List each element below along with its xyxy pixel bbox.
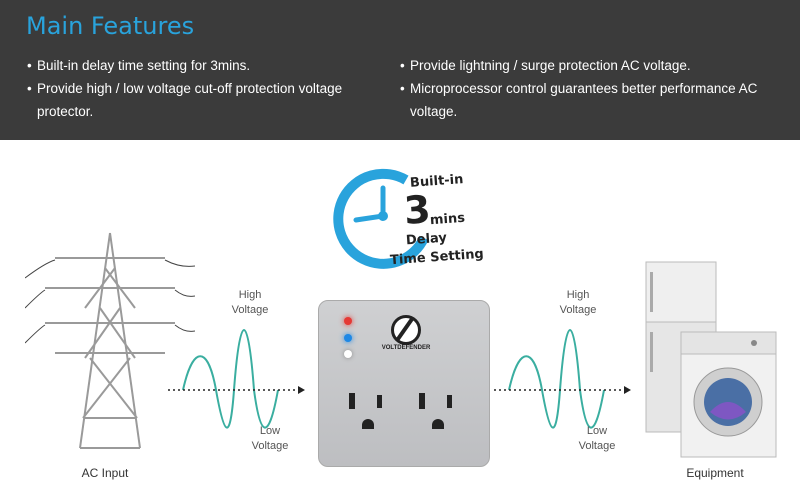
right-low-voltage-label: Low Voltage (578, 425, 616, 452)
timer-line3: Delay (405, 230, 448, 249)
left-high-voltage-label: High Voltage (231, 289, 269, 316)
equipment-label: Equipment (686, 466, 744, 480)
outlet-right (419, 389, 459, 439)
timer-icon (333, 168, 429, 269)
outlet-left (349, 389, 389, 439)
led-white-icon (344, 350, 352, 358)
surge-protector-device: VOLTDEFENDER (318, 300, 490, 467)
section-title: Main Features (26, 12, 195, 40)
right-voltage-wave (494, 329, 631, 429)
feature-item: Provide high / low voltage cut-off prote… (27, 77, 372, 123)
appliances-icon (645, 261, 777, 458)
feature-item: Microprocessor control guarantees better… (400, 77, 790, 123)
left-voltage-wave (168, 329, 305, 429)
left-low-voltage-label: Low Voltage (251, 425, 289, 452)
led-blue-icon (344, 334, 352, 342)
ac-input-label: AC Input (81, 466, 129, 480)
power-tower-icon (25, 232, 195, 449)
brand-logo-icon (391, 315, 421, 345)
features-header: Main Features Built-in delay time settin… (0, 0, 800, 140)
timer-unit: mins (429, 210, 466, 229)
features-left-column: Built-in delay time setting for 3mins. P… (27, 54, 372, 123)
feature-item: Provide lightning / surge protection AC … (400, 54, 790, 77)
timer-number: 3 (402, 187, 432, 233)
feature-item: Built-in delay time setting for 3mins. (27, 54, 372, 77)
right-high-voltage-label: High Voltage (559, 289, 597, 316)
brand-name: VOLTDEFENDER (381, 345, 431, 351)
features-right-column: Provide lightning / surge protection AC … (400, 54, 790, 123)
led-red-icon (344, 317, 352, 325)
illustration-scene: Built-in 3 mins Delay Time Setting (0, 140, 800, 500)
